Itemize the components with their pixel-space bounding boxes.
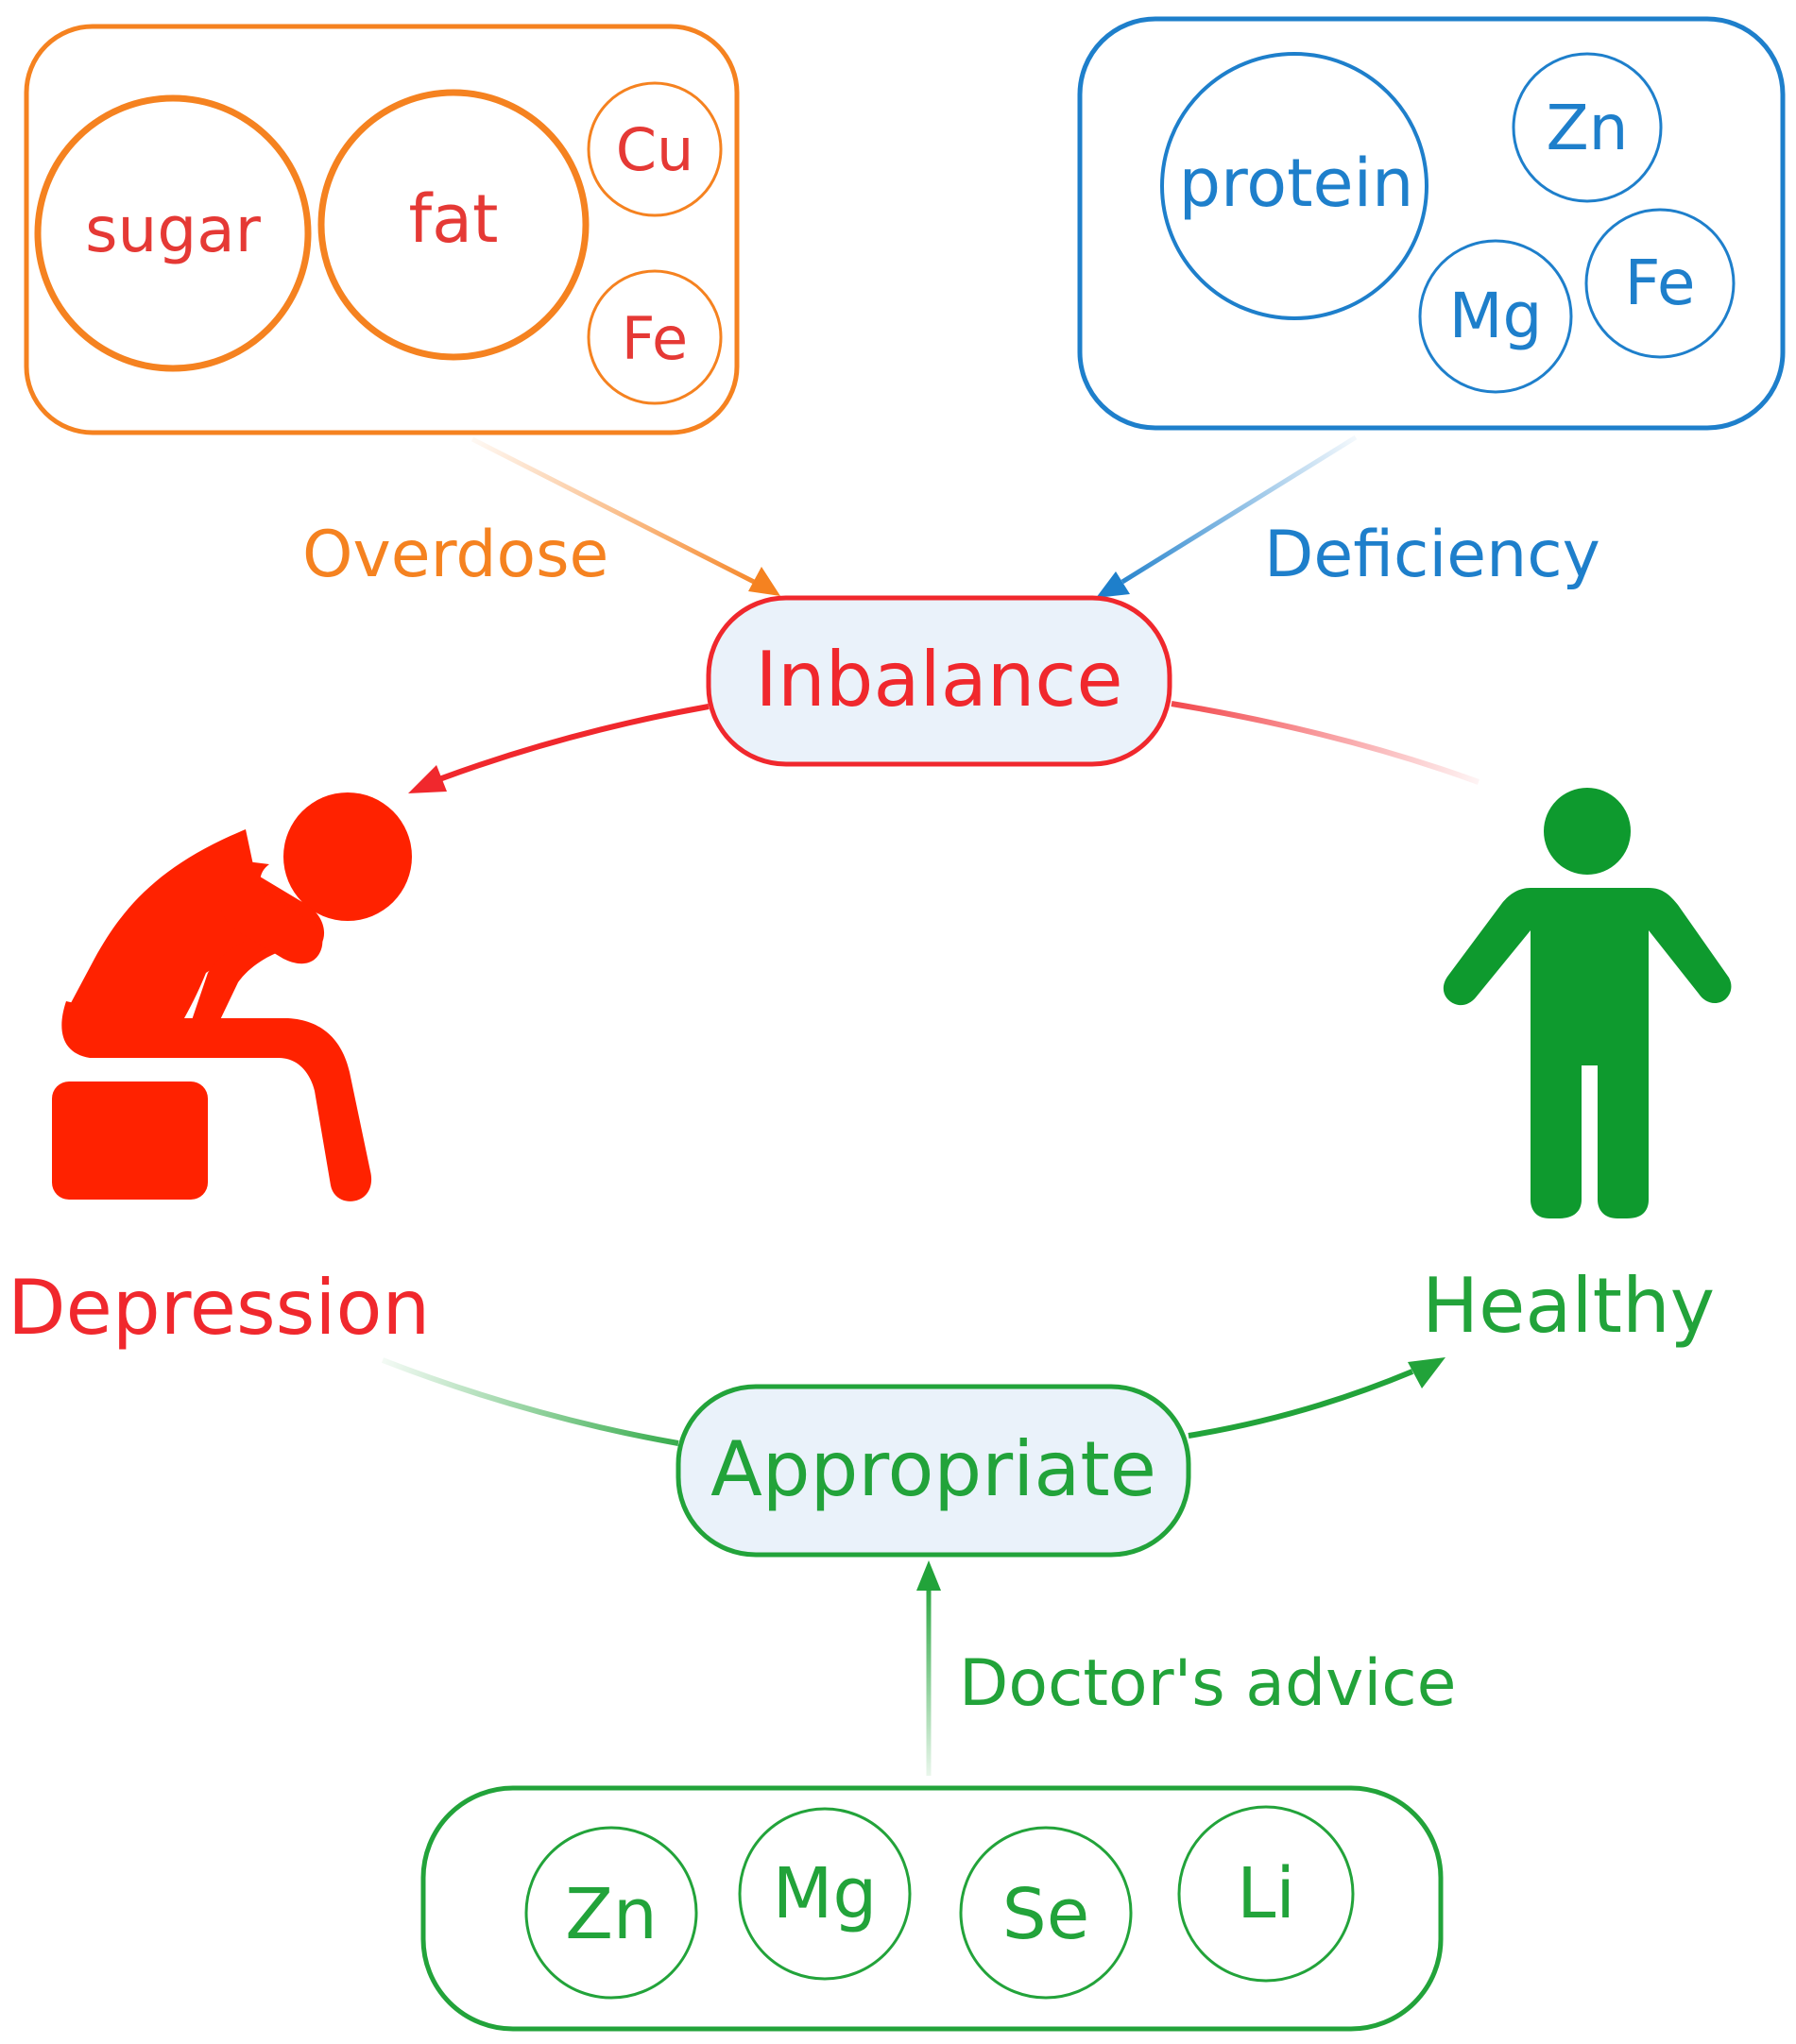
protein-circle bbox=[1160, 52, 1428, 320]
cu-label: Cu bbox=[616, 115, 694, 184]
supplement-box bbox=[420, 1785, 1444, 2032]
supplement-group: Zn Mg Se Li bbox=[420, 1785, 1444, 2032]
doctors-advice-label: Doctor's advice bbox=[959, 1646, 1457, 1721]
mg-circle bbox=[1418, 239, 1573, 394]
doctors-advice-arrow bbox=[916, 1560, 941, 1776]
healthy-label: Healthy bbox=[1422, 1262, 1715, 1350]
sugar-label: sugar bbox=[85, 194, 262, 266]
se-label: Se bbox=[1002, 1874, 1090, 1955]
zn-circle bbox=[1512, 52, 1663, 203]
se-circle bbox=[959, 1826, 1133, 2000]
fe-label: Fe bbox=[1625, 247, 1696, 319]
overdose-group: sugar fat Cu Fe bbox=[24, 24, 740, 435]
depression-label: Depression bbox=[8, 1264, 430, 1352]
overdose-box bbox=[24, 24, 740, 435]
zn-label: Zn bbox=[565, 1874, 658, 1955]
inbalance-label: Inbalance bbox=[755, 636, 1122, 724]
deficiency-label: Deficiency bbox=[1264, 518, 1600, 592]
deficiency-group: protein Zn Mg Fe bbox=[1077, 16, 1786, 431]
mg-label: Mg bbox=[1449, 280, 1543, 352]
li-circle bbox=[1177, 1805, 1355, 1983]
protein-label: protein bbox=[1179, 145, 1414, 222]
inbalance-to-depression-arrow bbox=[408, 704, 710, 793]
appropriate-node: Appropriate bbox=[676, 1384, 1191, 1558]
sugar-circle bbox=[34, 94, 312, 372]
zn-label: Zn bbox=[1546, 92, 1628, 164]
zn-circle bbox=[524, 1826, 698, 2000]
inbalance-node: Inbalance bbox=[706, 595, 1172, 767]
appropriate-label: Appropriate bbox=[710, 1425, 1156, 1513]
cu-circle bbox=[587, 81, 723, 217]
mg-circle bbox=[738, 1807, 912, 1981]
li-label: Li bbox=[1237, 1853, 1295, 1934]
appropriate-to-healthy-arrow bbox=[1188, 1357, 1445, 1439]
deficiency-box bbox=[1077, 16, 1786, 431]
fe-label: Fe bbox=[622, 304, 688, 373]
depressed-person-icon bbox=[52, 792, 412, 1201]
depression-to-appropriate-connector bbox=[381, 1357, 679, 1446]
deficiency-arrow bbox=[1096, 434, 1358, 598]
fat-circle bbox=[317, 89, 590, 361]
overdose-arrow bbox=[470, 436, 780, 596]
fe-circle bbox=[587, 269, 723, 405]
fat-label: fat bbox=[409, 180, 499, 258]
fe-circle bbox=[1584, 208, 1736, 359]
healthy-to-inbalance-connector bbox=[1171, 701, 1480, 785]
overdose-label: Overdose bbox=[302, 518, 608, 592]
mg-label: Mg bbox=[773, 1853, 878, 1934]
standing-person-icon bbox=[1443, 788, 1732, 1218]
